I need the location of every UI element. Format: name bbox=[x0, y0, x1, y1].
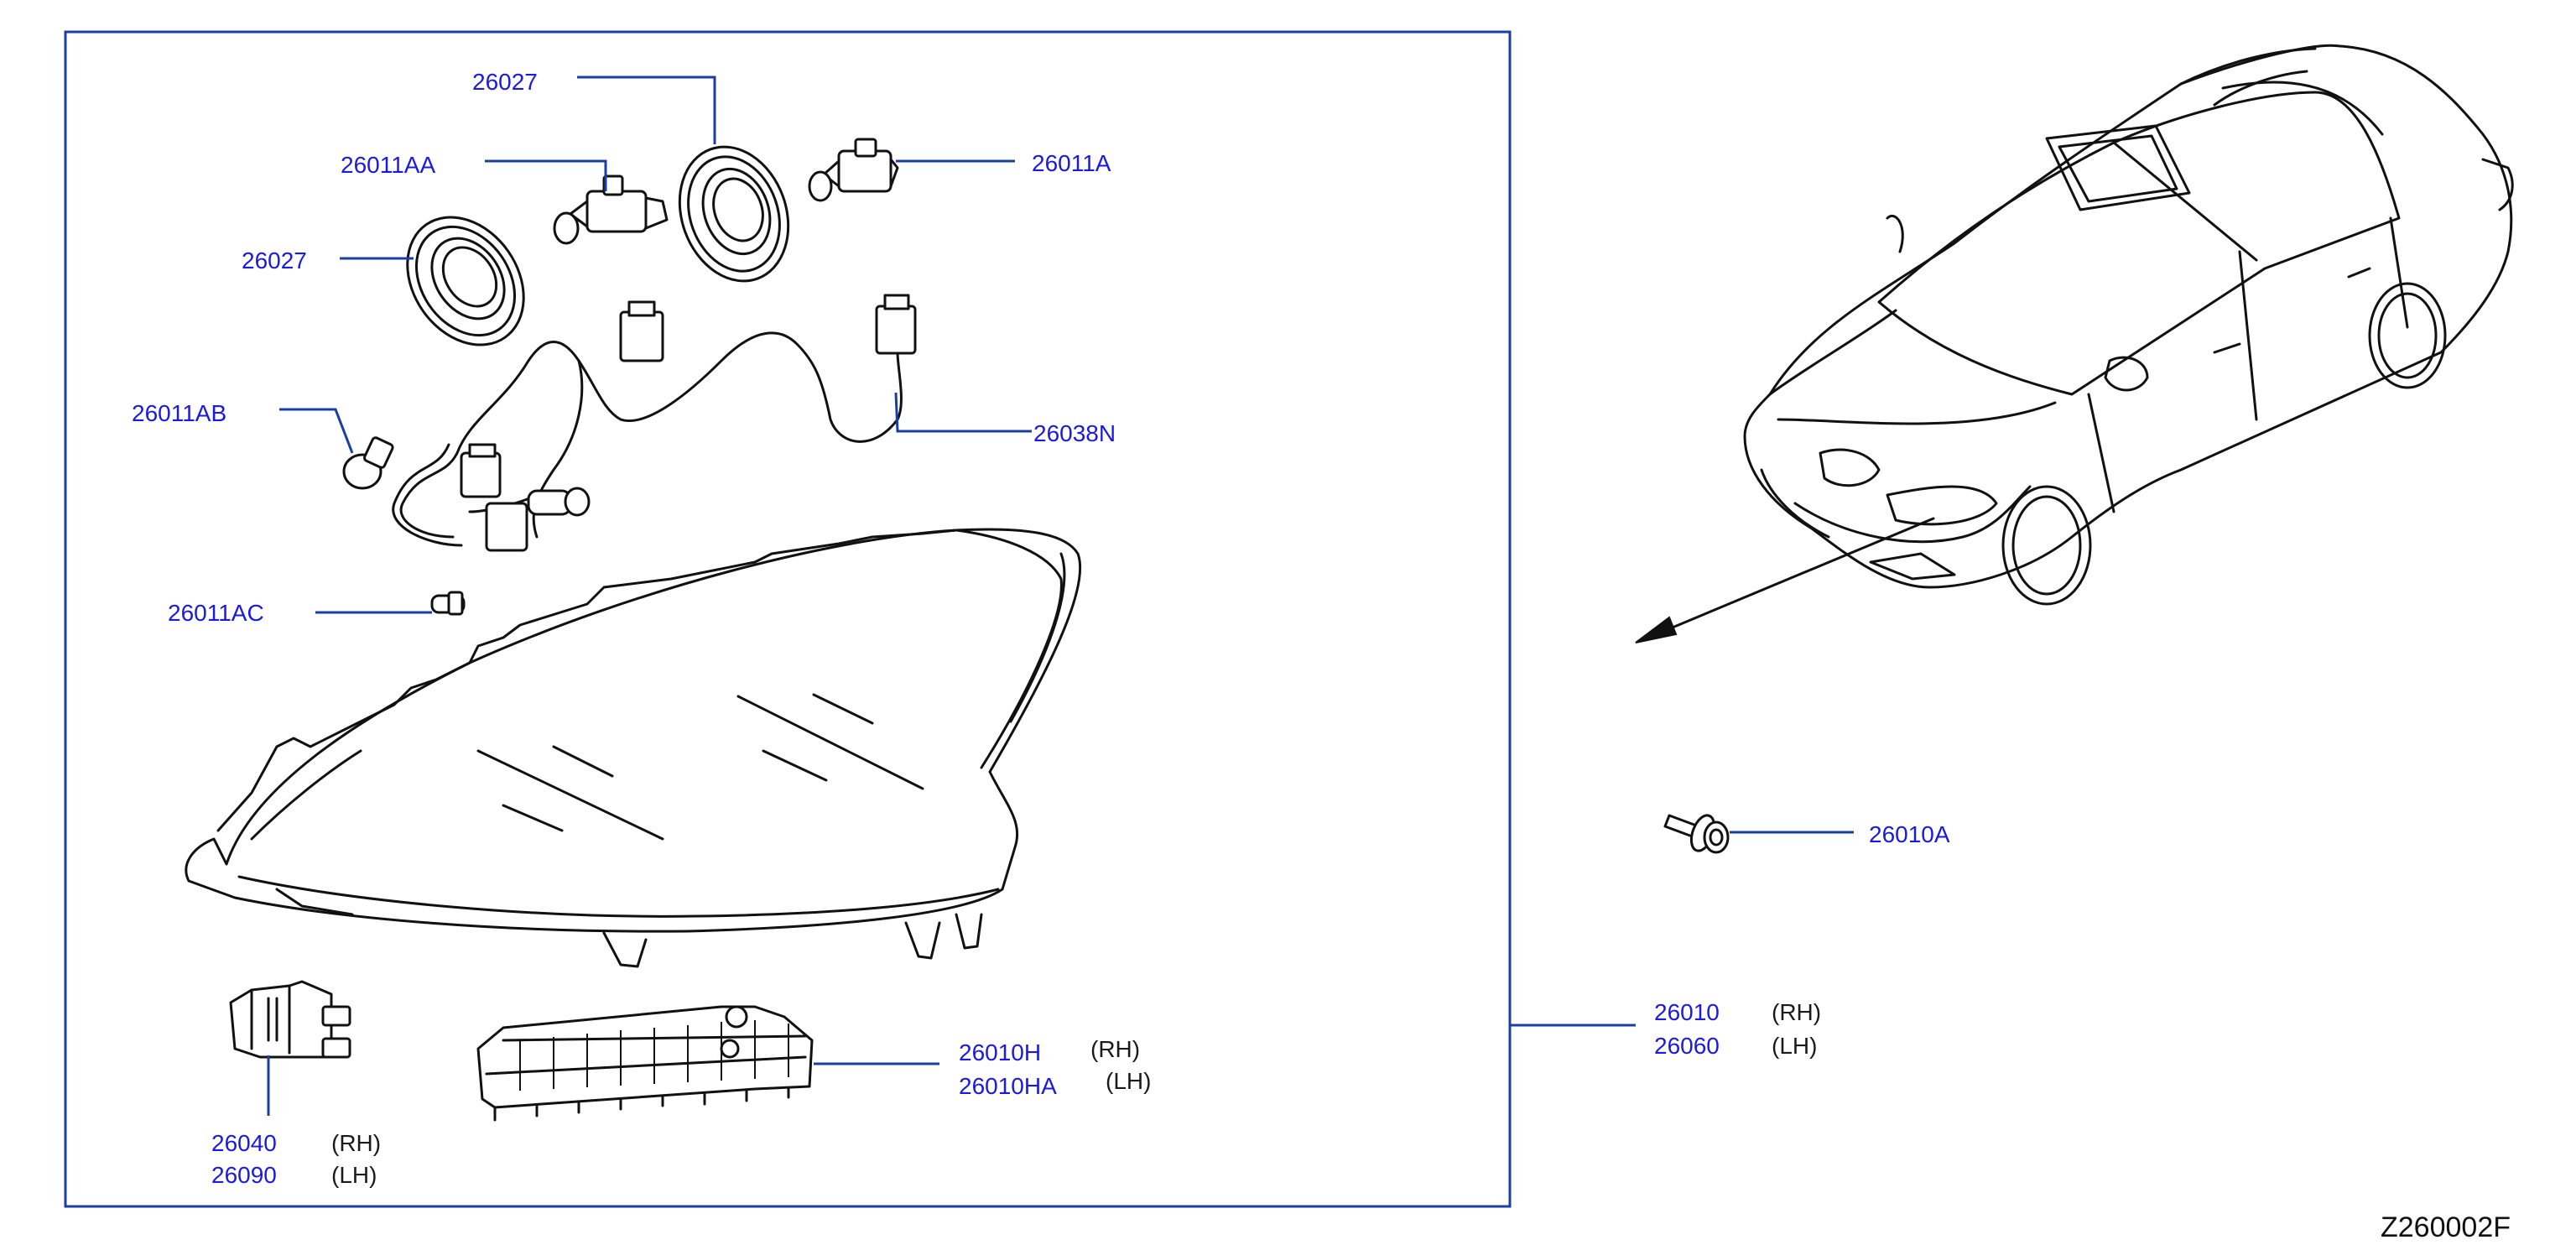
label-26010-side: (RH) bbox=[1772, 999, 1821, 1025]
wedge-bulb-icon[interactable] bbox=[430, 591, 466, 616]
wiring-harness-icon[interactable] bbox=[392, 294, 917, 552]
direction-arrow-icon bbox=[1635, 517, 1935, 643]
control-unit-icon[interactable] bbox=[229, 980, 351, 1059]
leader-lines bbox=[267, 76, 1854, 1116]
assembly-frame bbox=[64, 30, 1512, 1208]
mounting-bracket-icon[interactable] bbox=[476, 1005, 814, 1122]
label-26010ha-side: (LH) bbox=[1106, 1068, 1151, 1094]
reference-code: Z260002F bbox=[2381, 1211, 2511, 1243]
wedge-bulb-icon[interactable] bbox=[342, 436, 394, 490]
headlamp-assembly-icon[interactable] bbox=[185, 528, 1082, 968]
label-26060-side: (LH) bbox=[1772, 1033, 1817, 1059]
label-26038n: 26038N bbox=[1033, 420, 1116, 446]
label-26010h: 26010H bbox=[959, 1039, 1041, 1065]
label-26011ab: 26011AB bbox=[132, 400, 226, 426]
label-26060: 26060 bbox=[1654, 1033, 1720, 1059]
label-26011aa: 26011AA bbox=[341, 152, 435, 178]
label-26010a: 26010A bbox=[1869, 821, 1950, 847]
label-26010ha: 26010HA bbox=[959, 1073, 1057, 1099]
bulb-socket-cap-icon[interactable] bbox=[662, 132, 807, 297]
halogen-bulb-icon[interactable] bbox=[808, 138, 899, 202]
label-26027-left: 26027 bbox=[242, 247, 307, 273]
flange-bolt-icon[interactable] bbox=[1663, 812, 1730, 854]
label-26090-side: (LH) bbox=[331, 1162, 377, 1188]
label-26090: 26090 bbox=[211, 1162, 277, 1188]
label-26027-top: 26027 bbox=[472, 69, 538, 95]
label-26011ac: 26011AC bbox=[168, 600, 264, 626]
bulb-socket-cap-icon[interactable] bbox=[383, 195, 548, 367]
label-26040: 26040 bbox=[211, 1130, 277, 1156]
halogen-bulb-icon[interactable] bbox=[553, 175, 669, 245]
sedan-car-icon[interactable] bbox=[1743, 44, 2514, 606]
label-26010h-side: (RH) bbox=[1090, 1036, 1140, 1062]
label-26010: 26010 bbox=[1654, 999, 1720, 1025]
label-26040-side: (RH) bbox=[331, 1130, 381, 1156]
label-26011a: 26011A bbox=[1032, 150, 1111, 176]
